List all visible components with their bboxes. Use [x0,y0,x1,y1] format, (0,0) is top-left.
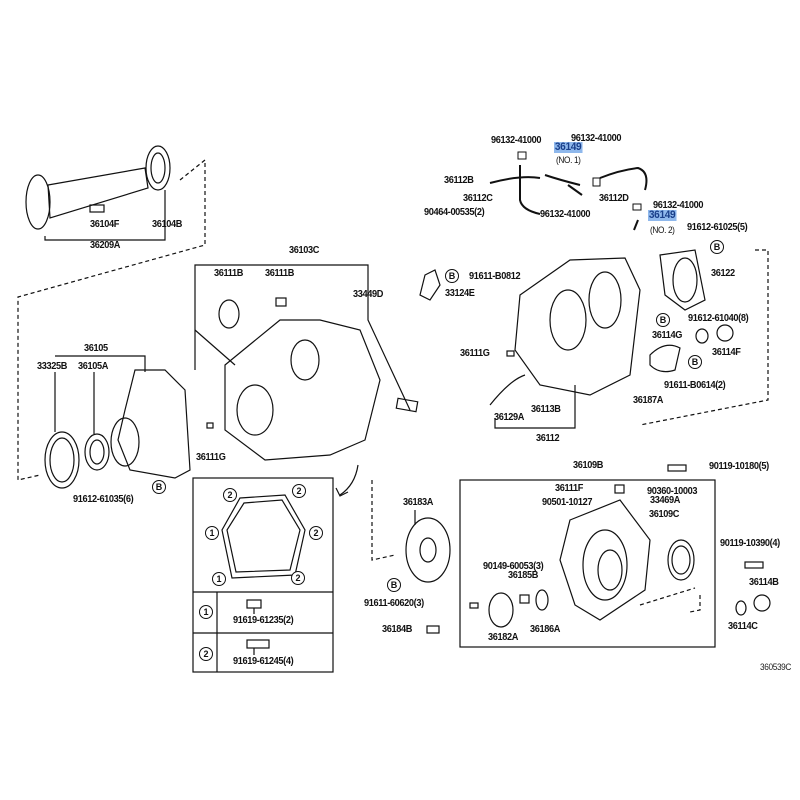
transfer-case-part [194,264,419,497]
legend-marker-2: 2 [199,647,213,661]
part-label: 33469A [650,495,681,506]
part-label: 36183A [403,497,434,508]
part-label: 91619-61245(4) [233,656,294,667]
part-label: 90119-10180(5) [709,461,769,472]
part-label: 33325B [37,361,68,372]
bolt-position-1: 1 [205,526,219,540]
part-label: 36111G [460,348,490,359]
bolt-marker-b: B [710,240,724,254]
part-label: 36209A [90,240,121,251]
gasket-detail-box [192,477,334,673]
part-label: 36109B [573,460,604,471]
part-label: 90149-60053(3) [483,561,544,572]
part-label: 90464-00535(2) [424,207,485,218]
dashed-guide-lines [17,158,769,613]
part-label: 33124E [445,288,475,299]
part-label: 36109C [649,509,680,520]
bolt-position-1: 1 [212,572,226,586]
part-label: 90119-10390(4) [720,538,780,549]
part-label: 96132-41000 [540,209,591,220]
part-label: 36185B [508,570,539,581]
part-label: 36111B [265,268,295,279]
part-label: 36105A [78,361,109,372]
part-label: 36113B [531,404,561,415]
part-label: 90501-10127 [542,497,593,508]
bolt-marker-b: B [387,578,401,592]
part-label: 36112B [444,175,474,186]
part-label: 36104B [152,219,183,230]
bolt-position-2: 2 [309,526,323,540]
part-label: 36114G [652,330,683,341]
part-label: 91612-61025(5) [687,222,748,233]
legend-marker-1: 1 [199,605,213,619]
part-label: 36103C [289,245,320,256]
part-label: 91611-B0614(2) [664,380,726,391]
part-label: 36122 [711,268,735,279]
bolt-marker-b: B [152,480,166,494]
part-label: 91611-B0812 [469,271,521,282]
part-label: 36114C [728,621,758,632]
bolt-marker-b: B [656,313,670,327]
bolt-position-2: 2 [292,484,306,498]
part-label: 36114B [749,577,779,588]
part-label: 36184B [382,624,413,635]
breather-hoses-part [489,151,648,231]
part-label: 36104F [90,219,120,230]
part-label: 33449D [353,289,384,300]
extension-housing-part [44,355,191,489]
part-label: 36129A [494,412,525,423]
part-label-note: (NO. 1) [556,155,581,165]
part-label: 36187A [633,395,664,406]
part-label: 36105 [84,343,108,354]
part-label: 91612-61035(6) [73,494,134,505]
part-label: 96132-41000 [571,133,622,144]
part-label: 90360-10003 [647,486,698,497]
part-label: 91612-61040(8) [688,313,749,324]
part-label: 36114F [712,347,741,358]
part-label: 36111B [214,268,244,279]
highlighted-part-label[interactable]: 36149 [648,209,677,221]
part-label: 36112D [599,193,629,204]
part-label: 36112 [536,433,560,444]
part-label: 36182A [488,632,519,643]
bolt-position-2: 2 [223,488,237,502]
part-label: 36186A [530,624,561,635]
part-label: 96132-41000 [653,200,704,211]
diagram-code: 360539C [760,662,792,672]
part-label: 36111G [196,452,226,463]
part-label: 36112C [463,193,493,204]
part-label: 91611-60620(3) [364,598,424,609]
part-label: 96132-41000 [491,135,542,146]
part-label: 36111F [555,483,583,494]
bolt-marker-b: B [688,355,702,369]
part-label-note: (NO. 2) [650,225,675,235]
transfer-adapter-part [419,249,734,429]
highlighted-part-label[interactable]: 36149 [554,141,583,153]
lower-cover-parts [405,464,771,648]
bolt-position-2: 2 [291,571,305,585]
output-shaft-part [25,145,171,241]
bolt-marker-b: B [445,269,459,283]
part-label: 91619-61235(2) [233,615,294,626]
